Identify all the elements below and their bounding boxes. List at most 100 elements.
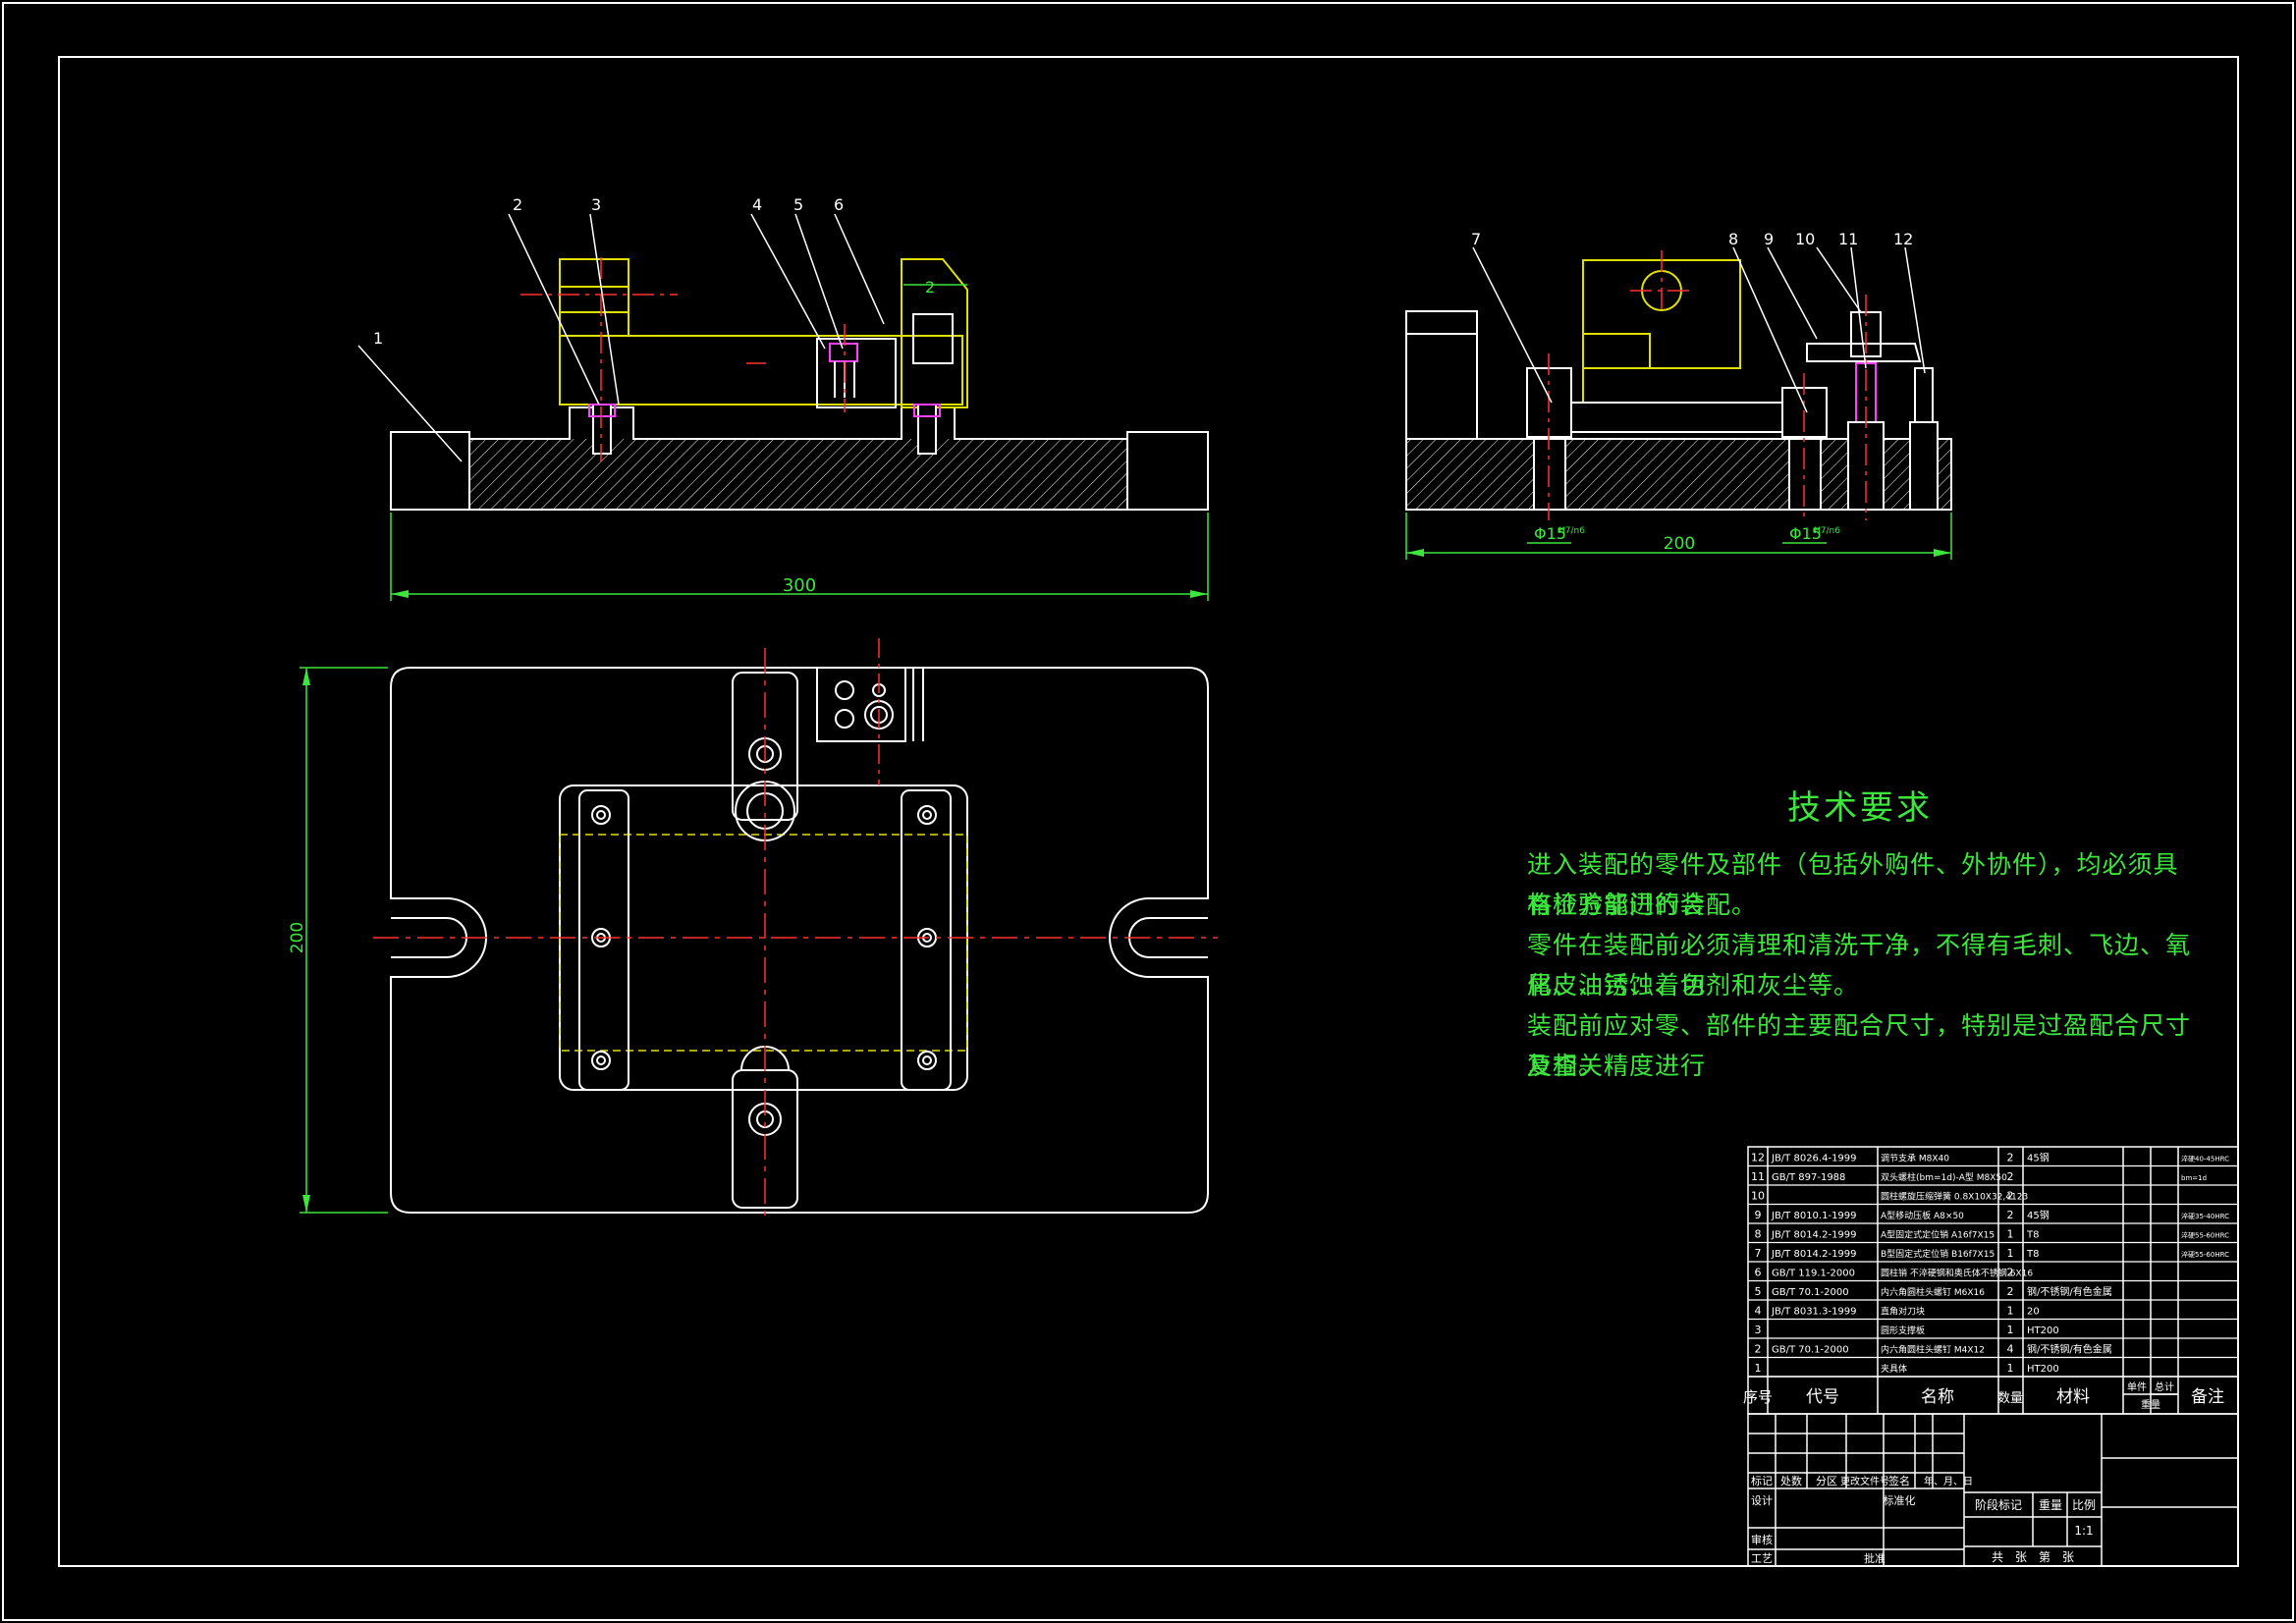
bom-header-code: 代号 xyxy=(1806,1387,1839,1407)
bom-cell-no: 2 xyxy=(1755,1343,1762,1356)
bom-cell-code: GB/T 70.1-2000 xyxy=(1772,1287,1849,1298)
bom-cell-code: GB/T 897-1988 xyxy=(1772,1172,1845,1183)
front-screw-block xyxy=(816,338,897,408)
bom-cell-code: JB/T 8014.2-1999 xyxy=(1771,1230,1857,1241)
bom-cell-code: JB/T 8010.1-1999 xyxy=(1771,1211,1857,1221)
bom-cell-name: 调节支承 M8X40 xyxy=(1881,1153,1949,1164)
side-dim-d1: Φ15 xyxy=(1534,524,1566,543)
bom-cell-no: 4 xyxy=(1755,1305,1762,1318)
balloon-3: 3 xyxy=(591,195,601,214)
bom-header-name: 名称 xyxy=(1921,1387,1954,1407)
tb-design: 设计 xyxy=(1751,1494,1773,1507)
bom-cell-no: 11 xyxy=(1751,1170,1765,1183)
bom-cell-name: 圆柱销 不淬硬钢和奥氏体不锈钢 6X16 xyxy=(1881,1268,2033,1279)
bom-cell-mat: HT200 xyxy=(2027,1325,2059,1336)
tech-line-1: 进入装配的零件及部件（包括外购件、外协件），均必须具有检验部门的合 xyxy=(1527,850,2179,919)
tb-label-mark: 标记 xyxy=(1751,1474,1773,1488)
bom-cell-note: 淬硬55-60HRC xyxy=(2181,1250,2229,1259)
front-setting-block xyxy=(901,258,968,408)
bom-cell-code: GB/T 70.1-2000 xyxy=(1772,1345,1849,1356)
tech-line-2: 格证方能进行装配。 xyxy=(1527,891,1758,919)
title-block xyxy=(1747,1413,2239,1567)
bom-cell-note: 淬硬35-40HRC xyxy=(2181,1212,2229,1220)
balloon-4: 4 xyxy=(752,195,762,214)
bom-cell-name: 双头螺柱(bm=1d)-A型 M8X50 xyxy=(1881,1171,2007,1183)
bom-header-total: 总计 xyxy=(2155,1380,2174,1393)
side-base-outline xyxy=(1405,438,1952,511)
bom-cell-mat: 45钢 xyxy=(2027,1152,2050,1164)
bom-cell-no: 1 xyxy=(1755,1362,1762,1375)
side-clamp xyxy=(1806,343,1922,362)
bom-cell-note: 淬硬40-45HRC xyxy=(2181,1155,2229,1163)
tb-std: 标准化 xyxy=(1884,1493,1916,1507)
bom-cell-mat: 45钢 xyxy=(2027,1209,2050,1221)
bom-cell-qty: 2 xyxy=(2007,1152,2014,1164)
front-dim-300: 300 xyxy=(783,575,816,596)
bom-cell-name: 圆柱螺旋压缩弹簧 0.8X10X32,4123 xyxy=(1881,1191,2028,1203)
balloon-8: 8 xyxy=(1728,230,1738,248)
bom-cell-code: JB/T 8031.3-1999 xyxy=(1771,1307,1857,1318)
balloon-11: 11 xyxy=(1838,230,1858,248)
side-view: 200 Φ15 H7/n6 Φ15 H7/n6 7 8 9 10 11 12 xyxy=(1405,230,1952,560)
bom-cell-mat: 钢/不锈钢/有色金属 xyxy=(2027,1285,2112,1298)
bom-cell-no: 12 xyxy=(1751,1152,1765,1164)
front-view: 300 2 1 2 3 4 5 6 xyxy=(357,195,1209,601)
bom-cell-qty: 1 xyxy=(2007,1362,2014,1375)
top-left-rail xyxy=(578,789,629,1091)
bom-cell-no: 9 xyxy=(1755,1209,1762,1221)
bom-header-qty: 数量 xyxy=(1997,1391,2023,1406)
tech-line-4: 屑、油污、着色剂和灰尘等。 xyxy=(1527,971,1860,1000)
bom-cell-mat: HT200 xyxy=(2027,1364,2059,1375)
bom-cell-qty: 1 xyxy=(2007,1305,2014,1318)
balloon-2: 2 xyxy=(513,195,522,214)
bom-cell-no: 5 xyxy=(1755,1285,1762,1298)
balloon-6: 6 xyxy=(834,195,844,214)
tech-title: 技术要求 xyxy=(1787,788,1933,828)
bom-cell-mat: 钢/不锈钢/有色金属 xyxy=(2027,1343,2112,1356)
front-base-hatch xyxy=(469,439,1127,510)
tb-scale: 比例 xyxy=(2072,1498,2096,1512)
tb-approve: 批准 xyxy=(1864,1551,1886,1565)
bom-cell-note: 淬硬55-60HRC xyxy=(2181,1231,2229,1240)
tech-line-6: 复查。 xyxy=(1527,1052,1605,1080)
bom-cell-no: 8 xyxy=(1755,1228,1762,1241)
balloon-9: 9 xyxy=(1764,230,1774,248)
bom-cell-qty: 4 xyxy=(2007,1343,2014,1356)
tb-label-date: 年、月、日 xyxy=(1924,1475,1973,1488)
tb-sheets: 共 张 第 张 xyxy=(1992,1550,2074,1564)
bom-cell-qty: 2 xyxy=(2007,1190,2014,1203)
tech-line-3: 零件在装配前必须清理和清洗干净，不得有毛刺、飞边、氧化皮、锈蚀、切 xyxy=(1527,931,2192,1000)
bom-cell-qty: 1 xyxy=(2007,1247,2014,1260)
bom-cell-name: 直角对刀块 xyxy=(1881,1306,1925,1318)
balloon-12: 12 xyxy=(1893,230,1913,248)
bom-cell-name: 内六角圆柱头螺钉 M4X12 xyxy=(1881,1344,1985,1356)
top-base-outline xyxy=(390,667,1209,1214)
front-dim-2: 2 xyxy=(925,278,935,297)
front-base-left-block xyxy=(390,431,470,511)
bom-cell-name: 内六角圆柱头螺钉 M6X16 xyxy=(1881,1286,1985,1298)
side-left-upright xyxy=(1405,310,1478,440)
top-right-rail xyxy=(901,789,952,1091)
bom-header-no: 序号 xyxy=(1743,1388,1773,1406)
balloon-10: 10 xyxy=(1795,230,1815,248)
tb-scale-val: 1:1 xyxy=(2074,1524,2093,1538)
bom-cell-qty: 2 xyxy=(2007,1209,2014,1221)
front-base-right-block xyxy=(1126,431,1209,511)
front-vblock xyxy=(559,258,629,337)
bom-header-weight: 重量 xyxy=(2141,1398,2160,1411)
bom-cell-note: bm=1d xyxy=(2181,1174,2207,1182)
tb-stage: 阶段标记 xyxy=(1975,1497,2022,1512)
top-dim-200: 200 xyxy=(288,922,307,953)
bom-cell-name: B型固定式定位销 B16f7X15 xyxy=(1881,1248,1995,1260)
side-dim-d2-tol: H7/n6 xyxy=(1814,526,1840,536)
tb-label-sign: 签名 xyxy=(1888,1474,1910,1488)
bom-cell-qty: 2 xyxy=(2007,1285,2014,1298)
bom-header: 序号 代号 名称 数量 材料 单件 总计 重量 备注 xyxy=(1743,1376,2238,1411)
front-support-plate xyxy=(559,335,963,406)
bom-cell-mat: T8 xyxy=(2026,1230,2039,1241)
bom-cell-name: A型固定式定位销 A16f7X15 xyxy=(1881,1229,1995,1241)
bom-cell-code: GB/T 119.1-2000 xyxy=(1772,1269,1855,1279)
tb-label-count: 处数 xyxy=(1780,1475,1802,1488)
